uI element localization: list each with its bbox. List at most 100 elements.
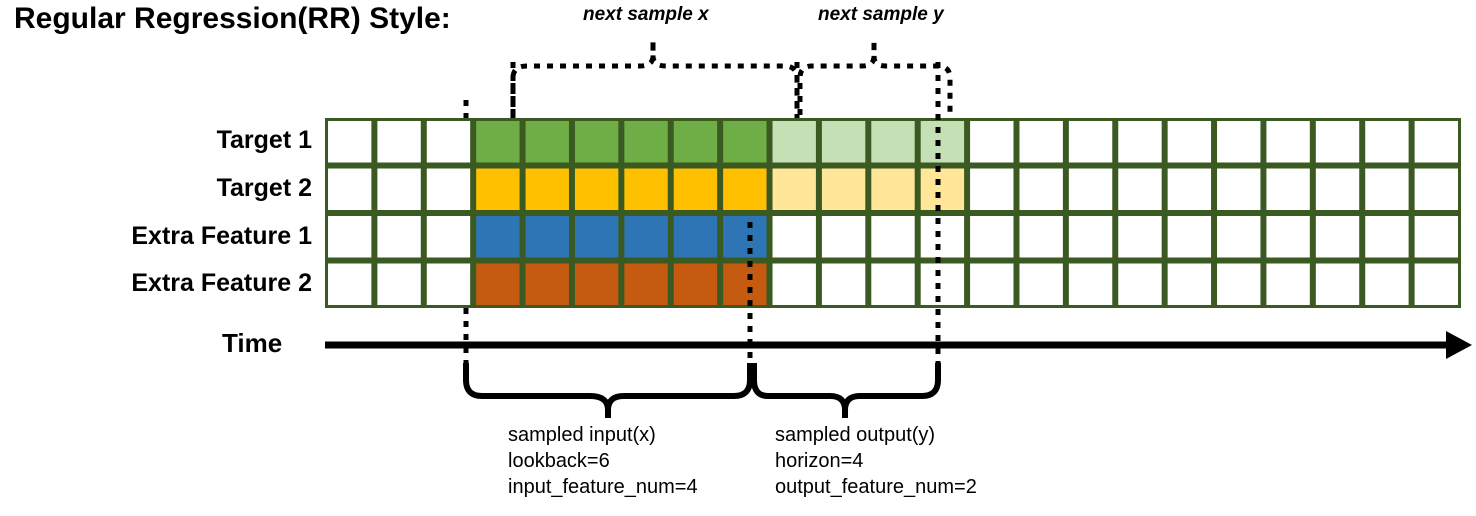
grid-cell[interactable] (1068, 263, 1113, 306)
grid-cell[interactable] (328, 216, 372, 258)
grid-cell[interactable] (1266, 121, 1310, 163)
grid-cell[interactable] (1217, 168, 1261, 211)
grid-cell[interactable] (1019, 121, 1063, 163)
grid-cell[interactable] (624, 168, 668, 211)
grid-cell[interactable] (871, 263, 915, 306)
grid-cell[interactable] (1414, 168, 1458, 211)
grid-cell[interactable] (673, 168, 718, 211)
grid-cell[interactable] (1414, 263, 1458, 306)
grid-cell[interactable] (772, 216, 816, 258)
grid-cell[interactable] (1315, 168, 1360, 211)
grid-cell[interactable] (920, 263, 965, 306)
grid-cell[interactable] (821, 263, 866, 306)
grid-cell[interactable] (328, 263, 372, 306)
grid-cell[interactable] (1167, 263, 1212, 306)
grid-cell[interactable] (1019, 263, 1063, 306)
grid-cell[interactable] (723, 121, 767, 163)
grid-cell[interactable] (723, 263, 767, 306)
grid-cell[interactable] (525, 263, 569, 306)
grid-cell[interactable] (1019, 216, 1063, 258)
grid-cell[interactable] (871, 168, 915, 211)
grid-cell[interactable] (328, 168, 372, 211)
grid-cell[interactable] (624, 216, 668, 258)
grid-cell[interactable] (1365, 216, 1409, 258)
grid-cell[interactable] (377, 168, 421, 211)
grid-cell[interactable] (476, 121, 520, 163)
grid-cell[interactable] (525, 121, 569, 163)
grid-cell[interactable] (574, 216, 619, 258)
grid-cell[interactable] (871, 121, 915, 163)
grid-cell[interactable] (426, 121, 471, 163)
grid-cell[interactable] (821, 216, 866, 258)
grid-cell[interactable] (1365, 263, 1409, 306)
top-brace-x (510, 40, 800, 115)
grid-cell[interactable] (1315, 216, 1360, 258)
grid-cell[interactable] (1167, 168, 1212, 211)
grid-cell[interactable] (970, 168, 1014, 211)
grid-cell[interactable] (426, 168, 471, 211)
grid-cell[interactable] (377, 216, 421, 258)
grid-cell[interactable] (1217, 121, 1261, 163)
grid-cell[interactable] (772, 263, 816, 306)
grid-cell[interactable] (723, 168, 767, 211)
grid-cell[interactable] (772, 168, 816, 211)
page-title: Regular Regression(RR) Style: (14, 2, 451, 35)
grid-cell[interactable] (624, 263, 668, 306)
grid-cell[interactable] (1167, 121, 1212, 163)
time-axis (325, 331, 1472, 359)
grid-cell[interactable] (1365, 121, 1409, 163)
grid-cell[interactable] (1019, 168, 1063, 211)
grid-cell[interactable] (426, 216, 471, 258)
grid-cell[interactable] (574, 168, 619, 211)
grid-cell[interactable] (426, 263, 471, 306)
grid-cell[interactable] (673, 263, 718, 306)
grid-cell[interactable] (476, 216, 520, 258)
grid-cell[interactable] (1414, 216, 1458, 258)
grid-cell[interactable] (525, 168, 569, 211)
grid-cell[interactable] (1315, 121, 1360, 163)
grid-cell[interactable] (1217, 216, 1261, 258)
grid-cell[interactable] (1266, 263, 1310, 306)
grid-cell[interactable] (1118, 121, 1162, 163)
grid-cell[interactable] (1068, 121, 1113, 163)
time-axis-arrowhead (1446, 331, 1472, 359)
grid-cell[interactable] (970, 216, 1014, 258)
grid-cell[interactable] (673, 216, 718, 258)
grid-cell[interactable] (970, 263, 1014, 306)
grid-cell[interactable] (1414, 121, 1458, 163)
grid-cell[interactable] (1266, 168, 1310, 211)
grid-cell[interactable] (1266, 216, 1310, 258)
grid-cell[interactable] (1315, 263, 1360, 306)
grid-cell[interactable] (1167, 216, 1212, 258)
grid-cell[interactable] (574, 263, 619, 306)
grid-cell[interactable] (920, 216, 965, 258)
grid-cell[interactable] (377, 121, 421, 163)
grid-cell[interactable] (1068, 216, 1113, 258)
grid-cell[interactable] (920, 121, 965, 163)
grid-cell[interactable] (1118, 168, 1162, 211)
grid-cell[interactable] (328, 121, 372, 163)
grid-cell[interactable] (871, 216, 915, 258)
grid-cell[interactable] (525, 216, 569, 258)
grid-cell[interactable] (377, 263, 421, 306)
row-label-target-1: Target 1 (216, 126, 312, 154)
grid-cell[interactable] (476, 263, 520, 306)
grid-cell[interactable] (821, 168, 866, 211)
grid-cell[interactable] (1365, 168, 1409, 211)
grid-cell[interactable] (1118, 216, 1162, 258)
grid-cell[interactable] (772, 121, 816, 163)
annotation-sampled-output: sampled output(y) horizon=4 output_featu… (775, 422, 977, 500)
row-label-column: Target 1 Target 2 Extra Feature 1 Extra … (0, 0, 312, 516)
grid-cell[interactable] (970, 121, 1014, 163)
grid-cell[interactable] (1217, 263, 1261, 306)
grid-cell[interactable] (1118, 263, 1162, 306)
grid-cell[interactable] (574, 121, 619, 163)
grid-cell[interactable] (673, 121, 718, 163)
grid-cell[interactable] (920, 168, 965, 211)
grid-cell[interactable] (1068, 168, 1113, 211)
grid-cell[interactable] (723, 216, 767, 258)
grid-cell[interactable] (476, 168, 520, 211)
grid-cell[interactable] (624, 121, 668, 163)
grid-cell[interactable] (821, 121, 866, 163)
